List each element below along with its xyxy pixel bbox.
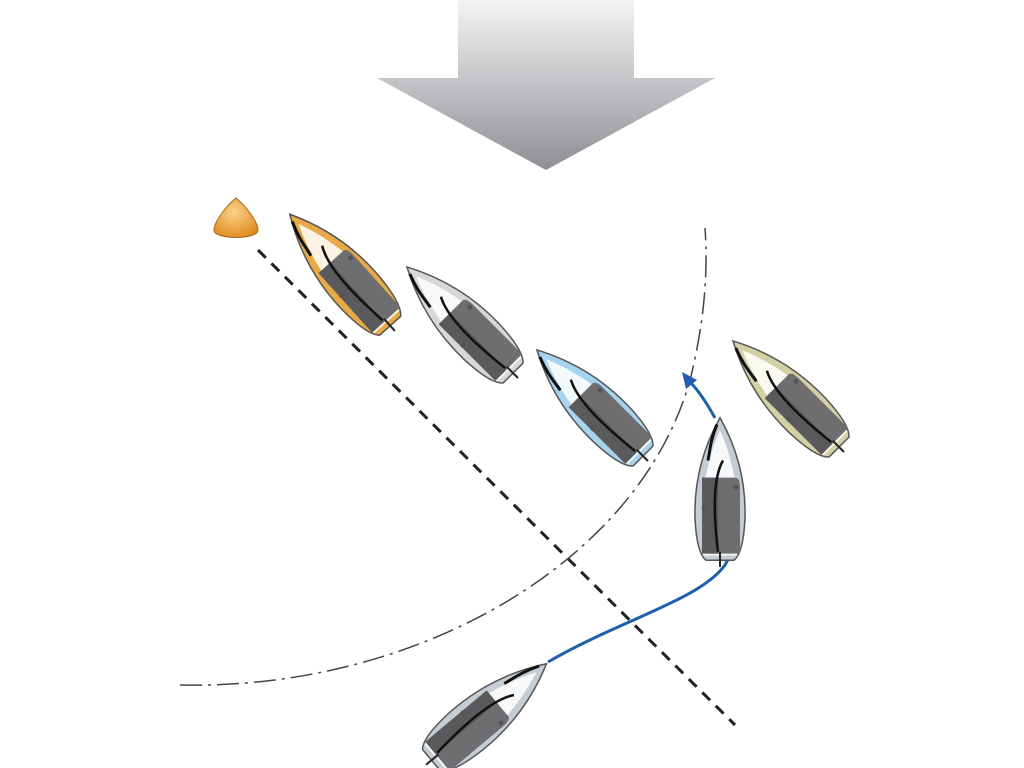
wind-direction-arrow	[377, 0, 715, 170]
windward-mark-icon	[213, 197, 259, 238]
boat-steel-tacking	[693, 416, 747, 569]
starboard-layline	[256, 248, 737, 727]
boat-tan	[713, 321, 864, 472]
course-arrowhead-icon	[682, 372, 697, 389]
boat-gray	[387, 247, 538, 398]
boat-steel-approaching	[408, 643, 565, 768]
zone-circle-arc	[179, 227, 707, 686]
boat-blue	[517, 330, 668, 481]
laylines	[179, 227, 737, 727]
boat-orange	[269, 195, 415, 350]
